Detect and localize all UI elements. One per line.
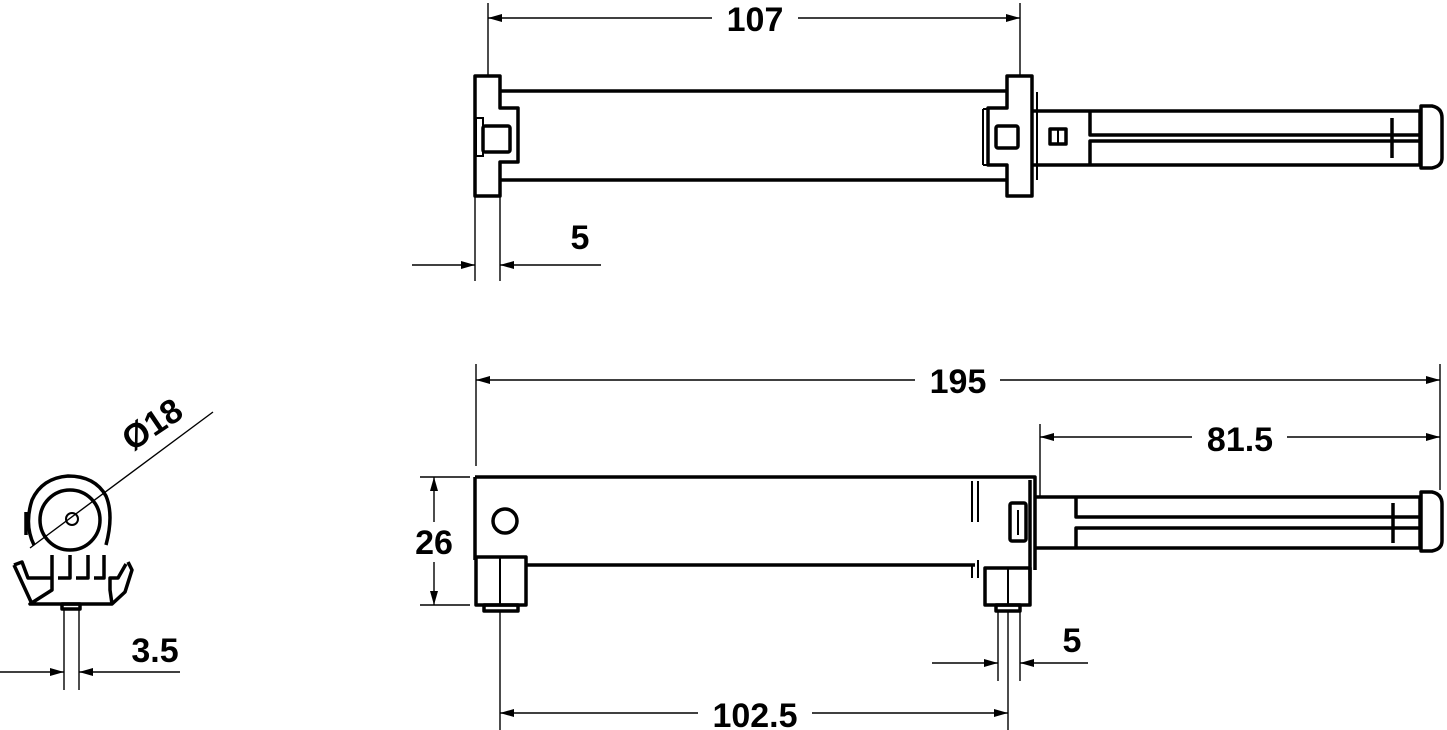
rod-end-cap xyxy=(1419,104,1444,170)
dim-label-26: 26 xyxy=(415,524,453,562)
dim-label-195: 195 xyxy=(930,363,987,401)
dim-label-102-5: 102.5 xyxy=(712,697,797,730)
center-mark xyxy=(65,512,79,526)
rod-square xyxy=(1048,127,1068,146)
right-foot-pin xyxy=(994,603,1022,613)
dim-26: 26 xyxy=(415,476,470,606)
dim-3-5: 3.5 xyxy=(0,610,180,690)
side-rod-end-cap xyxy=(1419,490,1444,553)
mounting-hole xyxy=(491,507,519,535)
dim-label-5-top: 5 xyxy=(571,219,590,257)
dim-5-bottom: 5 xyxy=(932,612,1088,681)
dim-5-top: 5 xyxy=(412,196,601,281)
inner-bore xyxy=(38,488,102,552)
right-end-cap xyxy=(986,74,1034,198)
right-slot xyxy=(994,124,1020,150)
piston-rod xyxy=(1032,109,1422,167)
left-foot-pin xyxy=(482,603,520,613)
end-view xyxy=(12,474,134,611)
dim-label-5-bottom: 5 xyxy=(1063,622,1082,660)
dim-label-81-5: 81.5 xyxy=(1207,421,1273,459)
dim-81-5: 81.5 xyxy=(1039,421,1440,496)
dim-label-diameter: Ø18 xyxy=(115,391,190,458)
dim-195: 195 xyxy=(475,363,1441,490)
dim-label-107: 107 xyxy=(727,1,784,39)
side-slot xyxy=(1008,501,1028,543)
top-view xyxy=(473,74,1444,198)
dim-107: 107 xyxy=(487,1,1021,76)
side-view xyxy=(473,475,1444,613)
outer-ring xyxy=(26,474,112,546)
side-piston-rod xyxy=(1035,495,1422,550)
housing xyxy=(473,475,1037,570)
groove-low xyxy=(971,560,979,578)
left-knob xyxy=(481,124,512,154)
left-end-cap xyxy=(473,74,520,198)
dim-label-3-5: 3.5 xyxy=(131,632,178,670)
dim-diameter-18: Ø18 xyxy=(29,391,214,549)
dim-102-5: 102.5 xyxy=(499,612,1009,730)
bracket xyxy=(12,555,134,606)
bracket-pin xyxy=(60,602,82,611)
